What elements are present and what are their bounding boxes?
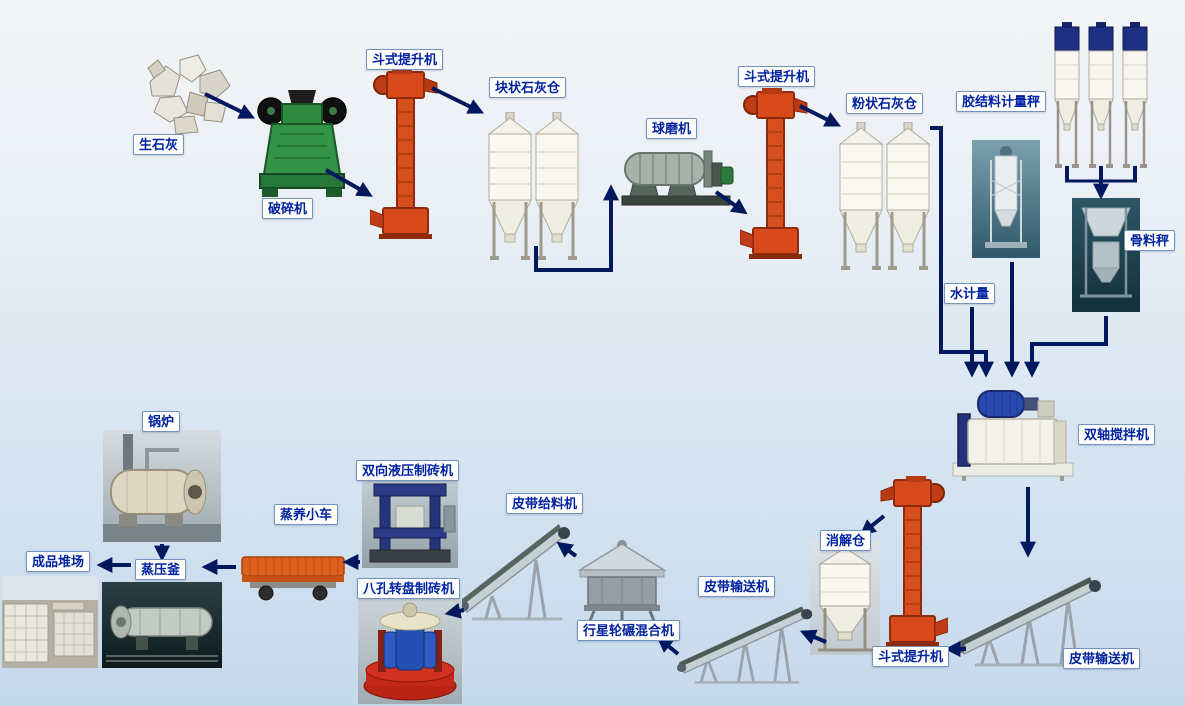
silo-icon — [1054, 22, 1080, 168]
boiler-icon — [103, 430, 221, 542]
label-belt-conveyor-1: 皮带输送机 — [1063, 648, 1141, 669]
label-bucket-elevator-1: 斗式提升机 — [366, 49, 444, 70]
autoclave-image — [102, 582, 222, 668]
label-bucket-elevator-2: 斗式提升机 — [738, 66, 816, 87]
silo-icon — [1122, 22, 1148, 168]
crusher-image — [256, 86, 348, 201]
bucket-elevator-icon — [370, 68, 438, 239]
label-quicklime: 生石灰 — [133, 134, 185, 155]
quicklime-rocks-image — [138, 50, 238, 138]
label-twin-shaft-mixer: 双轴搅拌机 — [1078, 424, 1156, 445]
belt-conveyor-icon — [956, 577, 1101, 667]
label-lump-lime-silo: 块状石灰仓 — [489, 77, 567, 98]
ball-mill-image — [620, 138, 734, 208]
storage-silo-2-image — [1084, 22, 1118, 170]
planetary-mixer-icon — [577, 540, 667, 627]
label-powder-lime-silo: 粉状石灰仓 — [846, 93, 924, 114]
label-binder-scale: 胶结料计量秤 — [956, 91, 1047, 112]
belt-conveyor-icon — [676, 606, 813, 684]
belt-feeder-icon — [459, 524, 570, 621]
label-ball-mill: 球磨机 — [646, 118, 698, 139]
digestion-silo-image — [810, 540, 880, 655]
label-crusher: 破碎机 — [262, 198, 314, 219]
label-digestion-silo: 消解仓 — [820, 530, 872, 551]
silo-icon — [810, 540, 880, 655]
lump-lime-silo-2-image — [533, 112, 581, 262]
label-water-meter: 水计量 — [944, 283, 996, 304]
powder-lime-silo-1-image — [837, 122, 885, 272]
label-bucket-elevator-3: 斗式提升机 — [872, 646, 950, 667]
jaw-crusher-icon — [257, 90, 347, 197]
metering-scale-icon — [972, 140, 1040, 258]
storage-silo-3-image — [1118, 22, 1152, 170]
rotary-brick-press-image — [358, 598, 462, 704]
label-planetary-mixer: 行星轮碾混合机 — [577, 620, 681, 641]
bucket-elevator-2-image — [740, 88, 810, 260]
label-curing-trolley: 蒸养小车 — [274, 504, 339, 525]
rocks-icon — [147, 54, 231, 135]
product-yard-image — [2, 576, 98, 668]
twin-shaft-mixer-image — [950, 383, 1076, 483]
rotary-press-icon — [358, 598, 462, 704]
powder-lime-silo-2-image — [884, 122, 932, 272]
silo-icon — [1088, 22, 1114, 168]
hydraulic-press-icon — [362, 478, 458, 568]
bucket-elevator-icon — [880, 476, 948, 647]
boiler-image — [103, 430, 221, 542]
label-belt-feeder: 皮带给料机 — [506, 493, 584, 514]
belt-conveyor-1-image — [955, 558, 1105, 668]
label-boiler: 锅炉 — [142, 411, 181, 432]
bucket-elevator-icon — [740, 88, 808, 259]
trolley-icon — [241, 556, 345, 601]
silo-icon — [885, 122, 931, 270]
label-belt-conveyor-2: 皮带输送机 — [698, 576, 776, 597]
block-stacks-icon — [2, 576, 98, 668]
mixer-icon — [952, 390, 1074, 481]
binder-scale-image — [972, 140, 1040, 258]
autoclave-icon — [102, 582, 222, 668]
label-rotary-brick-press: 八孔转盘制砖机 — [357, 578, 461, 599]
silo-icon — [838, 122, 884, 270]
label-aggregate-scale: 骨料秤 — [1124, 230, 1176, 251]
silo-icon — [534, 112, 580, 260]
label-hydraulic-brick-press: 双向液压制砖机 — [356, 460, 460, 481]
belt-conveyor-2-image — [676, 590, 816, 685]
planetary-mixer-image — [572, 536, 672, 628]
belt-feeder-image — [458, 512, 574, 622]
label-autoclave: 蒸压釜 — [135, 559, 187, 580]
bucket-elevator-3-image — [878, 476, 948, 648]
silo-icon — [487, 112, 533, 260]
storage-silo-1-image — [1050, 22, 1084, 170]
ball-mill-icon — [621, 150, 734, 206]
label-product-yard: 成品堆场 — [26, 551, 91, 572]
bucket-elevator-1-image — [370, 68, 440, 240]
weighing-hopper-icon — [1072, 198, 1140, 312]
aggregate-scale-image — [1072, 198, 1140, 312]
curing-trolley-image — [240, 548, 346, 602]
lump-lime-silo-1-image — [486, 112, 534, 262]
hydraulic-brick-press-image — [362, 478, 458, 568]
arrow-aggregate-scale-to-mixer — [1024, 316, 1108, 378]
